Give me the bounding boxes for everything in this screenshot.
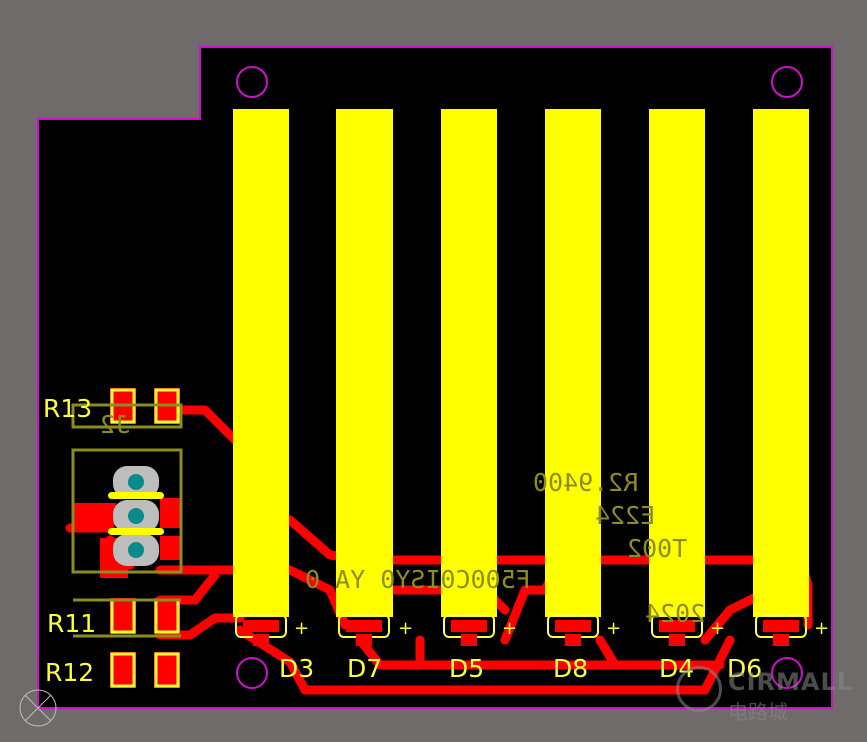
copper-fill	[160, 498, 182, 528]
designator-r13: R13	[43, 394, 93, 423]
j2-label: J2	[100, 410, 131, 439]
designator-r12: R12	[45, 658, 95, 687]
pad-strip-6[interactable]	[753, 109, 809, 617]
copper-fill	[160, 536, 182, 560]
designator-d5: D5	[449, 654, 485, 683]
pad-strip-4[interactable]	[545, 109, 601, 617]
bottom-text-line3: T002	[627, 534, 688, 563]
polarity-mark: +	[814, 618, 830, 639]
designator-d8: D8	[553, 654, 589, 683]
designator-d7: D7	[347, 654, 383, 683]
resistor-r11-footprint[interactable]	[110, 598, 180, 634]
designator-d3: D3	[279, 654, 315, 683]
mounting-hole	[771, 66, 803, 98]
designator-r11: R11	[47, 609, 97, 638]
polarity-mark: +	[606, 618, 622, 639]
bottom-text-line2: E224	[595, 501, 656, 530]
watermark-cn: 电路城	[728, 700, 788, 724]
polarity-mark: +	[502, 618, 518, 639]
bottom-text-line5: 2024	[645, 599, 706, 628]
pad-strip-3[interactable]	[441, 109, 497, 617]
copper-fill	[72, 503, 116, 525]
watermark-brand: CIRMALL	[728, 668, 854, 696]
watermark-logo-icon	[676, 666, 722, 712]
bottom-text-line1: R2.9400	[533, 468, 639, 497]
mounting-hole	[236, 657, 268, 689]
polarity-mark: +	[398, 618, 414, 639]
resistor-r12-footprint[interactable]	[110, 652, 180, 688]
mounting-hole	[771, 657, 803, 689]
connector-j2-pins[interactable]	[108, 466, 164, 566]
origin-marker-icon	[19, 689, 57, 727]
connector-j2-outline	[71, 403, 183, 638]
pad-strip-1[interactable]	[233, 109, 289, 617]
designator-d6: D6	[727, 654, 763, 683]
pad-strip-2[interactable]	[336, 109, 393, 617]
pad-strip-5[interactable]	[649, 109, 705, 617]
bottom-text-line4: F500C0ISY0 YA 0	[305, 565, 531, 594]
polarity-mark: +	[710, 618, 726, 639]
mounting-hole	[236, 66, 268, 98]
led-footprints[interactable]	[235, 614, 807, 646]
polarity-mark: +	[294, 618, 310, 639]
